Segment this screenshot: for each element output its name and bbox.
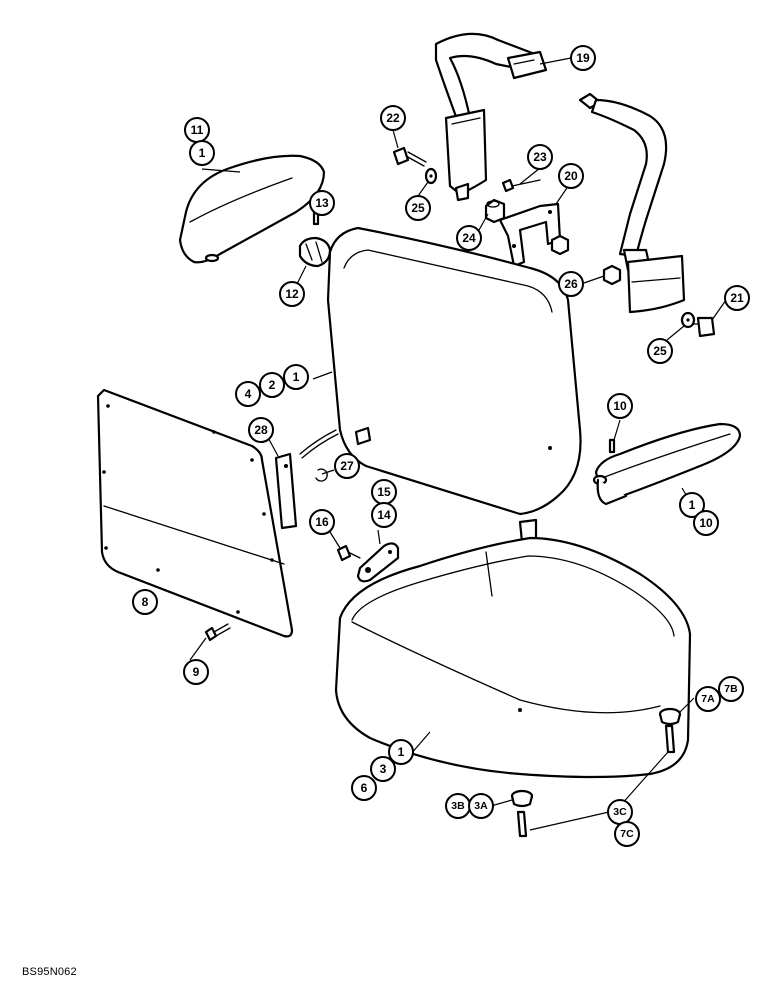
svg-text:10: 10 bbox=[613, 399, 627, 413]
callout-13: 13 bbox=[309, 190, 335, 216]
svg-text:21: 21 bbox=[730, 291, 744, 305]
svg-text:14: 14 bbox=[377, 508, 391, 522]
knob-3a-3b bbox=[510, 789, 534, 838]
callout-2: 2 bbox=[259, 372, 285, 398]
svg-text:3A: 3A bbox=[474, 800, 488, 812]
svg-text:1: 1 bbox=[293, 370, 300, 384]
callout-1-armrest-right: 1 bbox=[679, 492, 705, 518]
callout-22: 22 bbox=[380, 105, 406, 131]
svg-text:2: 2 bbox=[269, 378, 276, 392]
callout-1-back: 1 bbox=[283, 364, 309, 390]
svg-text:12: 12 bbox=[285, 287, 299, 301]
svg-text:1: 1 bbox=[398, 745, 405, 759]
svg-text:3B: 3B bbox=[451, 800, 465, 812]
svg-text:27: 27 bbox=[340, 459, 354, 473]
bolt-16 bbox=[336, 544, 361, 562]
seat-belt-left-half bbox=[434, 32, 548, 202]
svg-text:1: 1 bbox=[199, 146, 206, 160]
callout-10-lower: 10 bbox=[693, 510, 719, 536]
svg-text:19: 19 bbox=[576, 51, 590, 65]
callout-3a: 3A bbox=[468, 793, 494, 819]
seat-cushion bbox=[334, 536, 692, 779]
svg-text:26: 26 bbox=[564, 277, 578, 291]
callout-26: 26 bbox=[558, 271, 584, 297]
callout-12: 12 bbox=[279, 281, 305, 307]
callout-1-seat: 1 bbox=[388, 739, 414, 765]
svg-text:3C: 3C bbox=[613, 806, 627, 818]
callout-6: 6 bbox=[351, 775, 377, 801]
clip-27 bbox=[315, 468, 328, 482]
callout-25-upper: 25 bbox=[405, 195, 431, 221]
hinge-plate-28 bbox=[274, 429, 339, 530]
svg-text:11: 11 bbox=[191, 123, 204, 137]
svg-text:7A: 7A bbox=[701, 693, 715, 705]
svg-text:4: 4 bbox=[245, 387, 252, 401]
svg-text:8: 8 bbox=[142, 595, 149, 609]
svg-text:20: 20 bbox=[564, 169, 578, 183]
svg-text:7B: 7B bbox=[724, 683, 738, 695]
svg-text:25: 25 bbox=[411, 201, 425, 215]
callout-8: 8 bbox=[132, 589, 158, 615]
callout-27: 27 bbox=[334, 453, 360, 479]
callout-7b: 7B bbox=[718, 676, 744, 702]
callout-3: 3 bbox=[370, 756, 396, 782]
callout-11: 11 bbox=[184, 117, 210, 143]
callout-25-lower: 25 bbox=[647, 338, 673, 364]
callout-21: 21 bbox=[724, 285, 750, 311]
knob-7a-7b bbox=[658, 707, 682, 754]
svg-text:7C: 7C bbox=[620, 828, 634, 840]
bracket-20 bbox=[498, 202, 562, 268]
callout-9: 9 bbox=[183, 659, 209, 685]
callout-19: 19 bbox=[570, 45, 596, 71]
latch-14-15 bbox=[356, 542, 400, 583]
knob-12 bbox=[298, 236, 332, 268]
drawing-reference-code: BS95N062 bbox=[22, 966, 77, 978]
armrest-right bbox=[592, 422, 742, 506]
callout-16: 16 bbox=[309, 509, 335, 535]
callout-4: 4 bbox=[235, 381, 261, 407]
washer-25-left bbox=[424, 167, 438, 185]
screw-9 bbox=[204, 623, 231, 642]
callout-3c: 3C bbox=[607, 799, 633, 825]
callout-10-upper: 10 bbox=[607, 393, 633, 419]
side-panel bbox=[96, 388, 294, 638]
svg-text:28: 28 bbox=[254, 423, 268, 437]
callout-23: 23 bbox=[527, 144, 553, 170]
nut-26-lower bbox=[602, 264, 622, 286]
callout-1-armrest-left: 1 bbox=[189, 140, 215, 166]
svg-text:10: 10 bbox=[699, 516, 713, 530]
callout-14: 14 bbox=[371, 502, 397, 528]
callout-15: 15 bbox=[371, 479, 397, 505]
callout-7c: 7C bbox=[614, 821, 640, 847]
nut-26-upper bbox=[550, 234, 570, 256]
bolt-23 bbox=[501, 178, 541, 193]
svg-text:13: 13 bbox=[315, 196, 329, 210]
seat-belt-right-half bbox=[578, 92, 686, 314]
svg-text:24: 24 bbox=[462, 231, 476, 245]
svg-text:6: 6 bbox=[361, 781, 368, 795]
callout-3b: 3B bbox=[445, 793, 471, 819]
pin-10 bbox=[608, 438, 616, 454]
svg-text:22: 22 bbox=[386, 111, 400, 125]
callout-7a: 7A bbox=[695, 686, 721, 712]
bolt-22 bbox=[392, 146, 427, 167]
callout-20: 20 bbox=[558, 163, 584, 189]
callout-28: 28 bbox=[248, 417, 274, 443]
washer-25-right bbox=[680, 311, 696, 329]
svg-text:16: 16 bbox=[315, 515, 329, 529]
svg-text:1: 1 bbox=[689, 498, 696, 512]
svg-text:9: 9 bbox=[193, 665, 200, 679]
svg-text:23: 23 bbox=[533, 150, 547, 164]
svg-text:3: 3 bbox=[380, 762, 387, 776]
svg-text:25: 25 bbox=[653, 344, 667, 358]
back-cushion bbox=[326, 226, 582, 544]
svg-text:15: 15 bbox=[377, 485, 391, 499]
callout-24: 24 bbox=[456, 225, 482, 251]
